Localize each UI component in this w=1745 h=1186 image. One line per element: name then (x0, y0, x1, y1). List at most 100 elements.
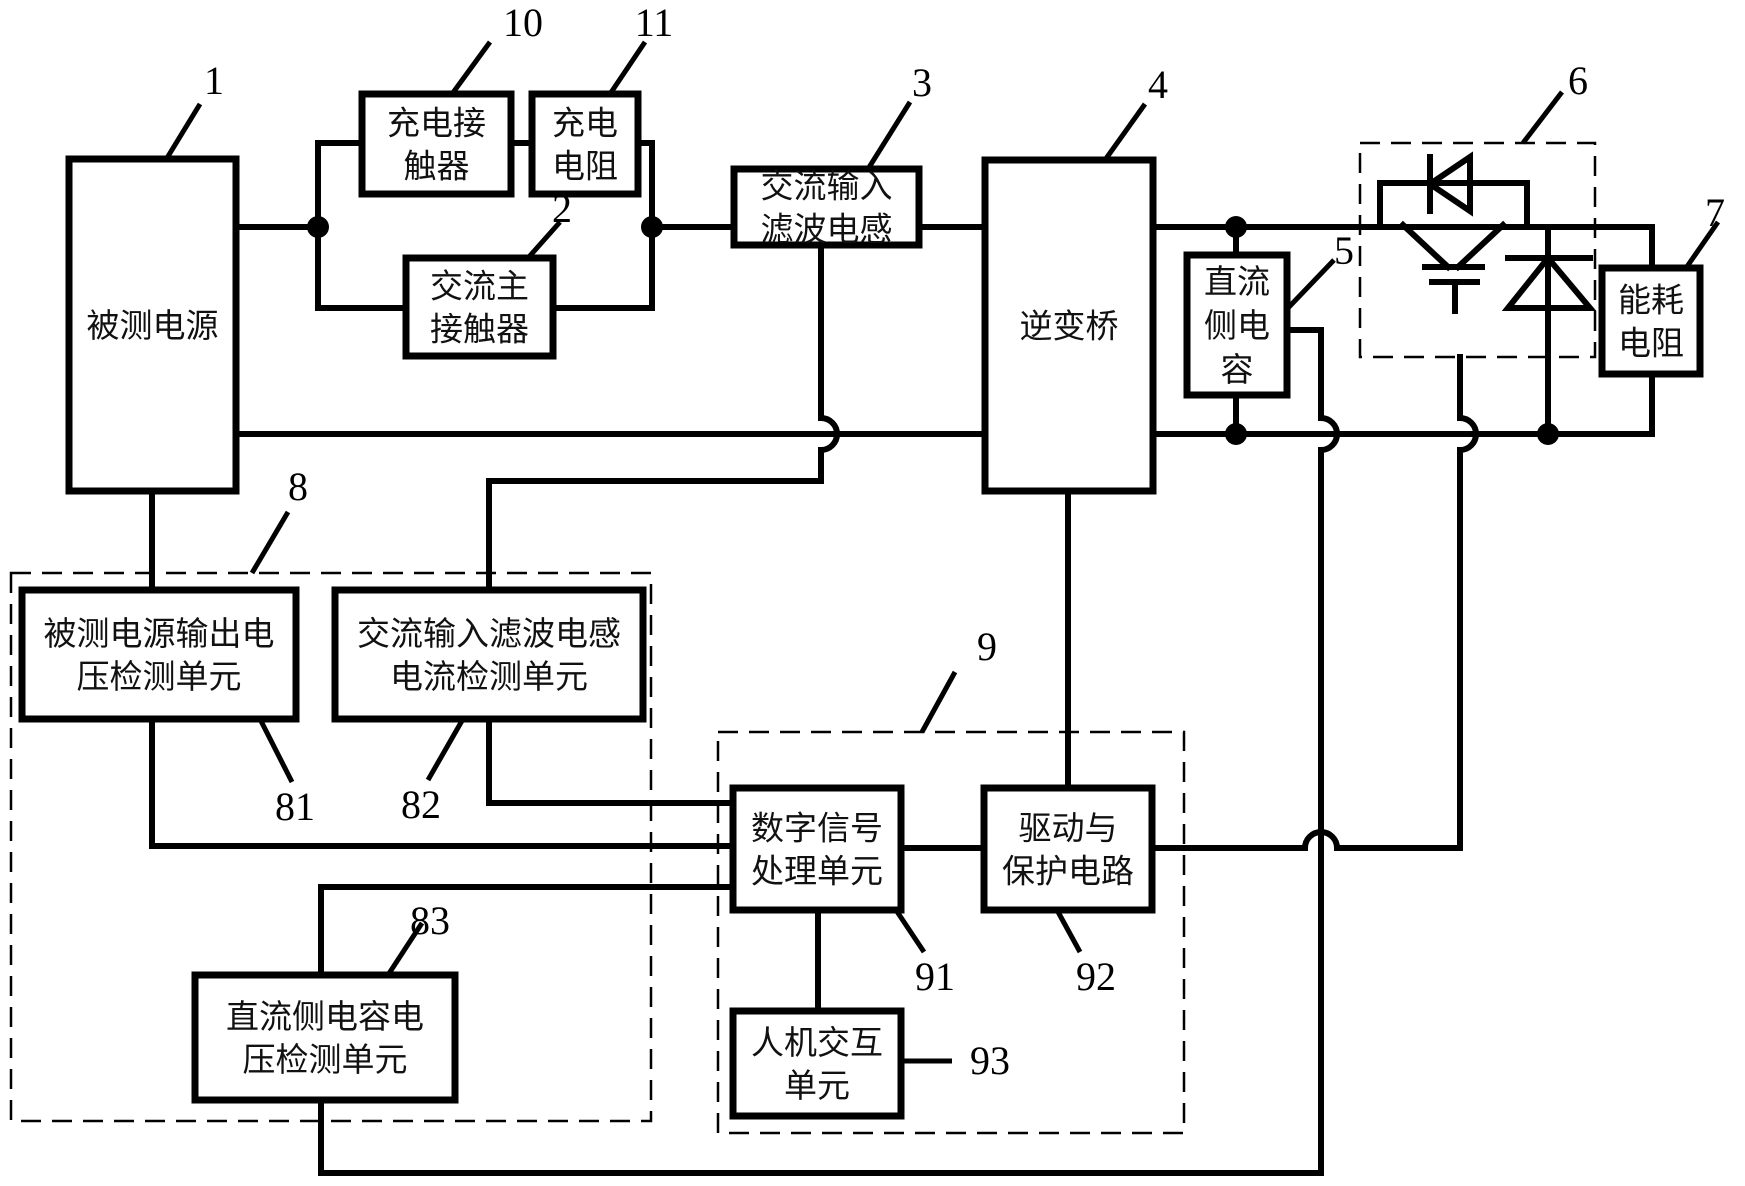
component-3: 交流输入滤波电感 (730, 165, 923, 249)
reference-number-7: 7 (1705, 190, 1725, 235)
wire-lower-branch-right (550, 224, 655, 311)
reference-number-1: 1 (204, 58, 224, 103)
component-box (528, 90, 642, 198)
component-label-line: 驱动与 (1019, 809, 1118, 848)
junction-dots (307, 216, 1559, 445)
component-box (18, 586, 300, 723)
reference-number-6: 6 (1568, 58, 1588, 103)
reference-number-81: 81 (275, 784, 315, 829)
reference-number-92: 92 (1076, 954, 1116, 999)
reference-number-93: 93 (970, 1038, 1010, 1083)
component-4: 逆变桥 (981, 156, 1157, 495)
component-box (65, 155, 240, 495)
wire-inductor-sense (486, 242, 840, 593)
reference-number-11: 11 (635, 0, 674, 45)
wire-82-to-dsp (486, 716, 736, 806)
component-boxes: 被测电源充电接触器充电电阻交流主接触器交流输入滤波电感逆变桥直流侧电容能耗电阻被… (18, 90, 1704, 1120)
component-label-line: 接触器 (430, 310, 529, 349)
reference-number-4: 4 (1148, 62, 1168, 107)
freewheel-diode-icon (1501, 253, 1597, 311)
component-box (730, 165, 923, 249)
reference-number-3: 3 (912, 60, 932, 105)
component-label-line: 直流侧电容电 (226, 997, 424, 1036)
component-label-line: 能耗 (1618, 281, 1684, 320)
junction-dot-icon (1225, 423, 1247, 445)
reference-number-83: 83 (410, 898, 450, 943)
wire-lower-branch-left (315, 224, 409, 311)
component-box (358, 90, 515, 198)
component-label-line: 单元 (784, 1066, 850, 1105)
reference-number-2: 2 (552, 186, 572, 231)
component-label-line: 侧电 (1204, 306, 1270, 345)
component-label-line: 触器 (404, 147, 470, 186)
wire-dc-top-rail (1150, 224, 1655, 271)
reference-number-5: 5 (1334, 228, 1354, 273)
junction-dot-icon (641, 216, 663, 238)
wire-driver-to-gate (1149, 354, 1479, 851)
component-label-line: 处理单元 (751, 852, 883, 891)
component-label-line: 直流 (1204, 262, 1270, 301)
component-5: 直流侧电容 (1183, 251, 1291, 399)
junction-dot-icon (1537, 423, 1559, 445)
component-box (980, 784, 1156, 914)
reference-number-8: 8 (288, 464, 308, 509)
component-box (981, 156, 1157, 495)
reference-number-9: 9 (977, 624, 997, 669)
component-label-line: 电阻 (1618, 324, 1684, 363)
component-label-line: 交流输入 (761, 167, 893, 206)
reference-number-91: 91 (915, 954, 955, 999)
wire-cap-sense (318, 327, 1340, 1176)
component-box (402, 254, 557, 360)
component-label-line: 充电接 (387, 104, 486, 143)
wire-dc-bottom-rail (1150, 371, 1655, 437)
component-label-line: 电流检测单元 (390, 657, 588, 696)
component-label-line: 压检测单元 (77, 657, 242, 696)
junction-dot-icon (1225, 216, 1247, 238)
component-label-line: 滤波电感 (761, 210, 893, 249)
component-label-line: 容 (1221, 350, 1254, 389)
leader-lines (164, 40, 1721, 1064)
component-1: 被测电源 (65, 155, 240, 495)
component-label-line: 人机交互 (751, 1023, 883, 1062)
group-9-boundary (716, 730, 1186, 1135)
component-box (1183, 251, 1291, 399)
group-6-boundary (1358, 141, 1597, 359)
igbt-icon (1377, 151, 1597, 314)
component-label-line: 逆变桥 (1020, 307, 1119, 346)
reference-number-82: 82 (401, 782, 441, 827)
wire-83-to-dsp (318, 884, 736, 978)
component-label-line: 交流主 (430, 267, 529, 306)
wire-81-to-dsp (149, 716, 736, 849)
component-label-line: 充电 (552, 104, 618, 143)
component-box (729, 784, 905, 914)
component-box (191, 971, 459, 1104)
reference-numbers: 1 10 11 2 3 4 5 6 7 8 81 82 83 9 91 92 93 (204, 0, 1725, 1083)
component-label-line: 数字信号 (751, 809, 883, 848)
wires (149, 140, 1655, 1176)
component-box (729, 1007, 905, 1120)
component-label-line: 被测电源 (87, 306, 219, 345)
component-box (331, 586, 647, 723)
component-label-line: 交流输入滤波电感 (357, 614, 621, 653)
junction-dot-icon (307, 216, 329, 238)
component-box (1598, 264, 1704, 378)
component-label-line: 保护电路 (1002, 852, 1134, 891)
component-label-line: 压检测单元 (243, 1040, 408, 1079)
wire-upper-branch-left (315, 140, 365, 230)
component-label-line: 被测电源输出电 (44, 614, 275, 653)
antiparallel-diode-icon (1424, 151, 1473, 217)
wire-upper-branch-right (635, 140, 655, 230)
component-label-line: 电阻 (552, 147, 618, 186)
reference-number-10: 10 (503, 0, 543, 45)
